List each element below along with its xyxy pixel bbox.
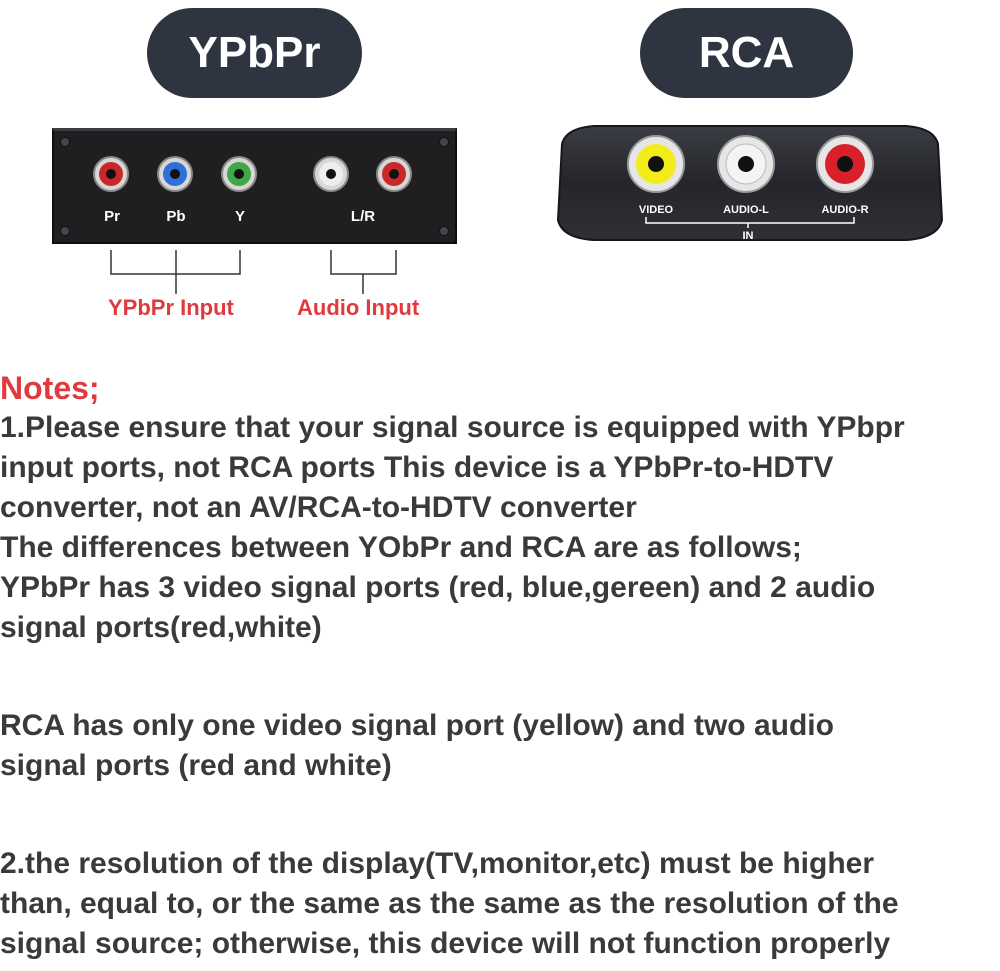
rca-label-audio-l: AUDIO-L [723,204,769,216]
ypbpr-device-panel: Pr Pb Y L/R [52,128,457,244]
rca-label-video: VIDEO [638,204,674,216]
jack-audio-r-icon [376,156,412,192]
notes-section: Notes; 1.Please ensure that your signal … [0,368,1000,964]
audio-input-label: Audio Input [297,295,420,320]
note-line: converter, not an AV/RCA-to-HDTV convert… [0,491,637,524]
jack-y-icon [221,156,257,192]
note-line: RCA has only one video signal port (yell… [0,709,834,742]
note-line: input ports, not RCA ports This device i… [0,451,834,484]
note-line: 1.Please ensure that your signal source … [0,411,905,444]
jack-rca-audio-l-icon [717,135,775,193]
port-label-pb: Pb [166,208,186,225]
note-line: signal ports(red,white) [0,611,322,644]
ypbpr-input-label: YPbPr Input [108,295,234,320]
note-line: The differences between YObPr and RCA ar… [0,531,802,564]
screw-icon [60,137,70,147]
jack-rca-audio-r-icon [816,135,874,193]
port-label-pr: Pr [104,208,120,225]
ypbpr-brackets [110,250,397,294]
notes-title: Notes; [0,370,100,406]
rca-title-badge: RCA [640,8,853,98]
rca-label-in: IN [742,230,754,242]
screw-icon [60,226,70,236]
jack-pb-icon [157,156,193,192]
ypbpr-jacks [93,156,412,192]
jack-video-icon [627,135,685,193]
note-line: YPbPr has 3 video signal ports (red, blu… [0,571,876,604]
rca-label-audio-r: AUDIO-R [821,204,869,216]
screw-icon [439,226,449,236]
port-label-y: Y [234,208,245,225]
port-label-lr: L/R [350,208,376,225]
note-line: 2.the resolution of the display(TV,monit… [0,847,874,880]
note-line: than, equal to, or the same as the same … [0,887,899,920]
jack-pr-icon [93,156,129,192]
ypbpr-title-badge: YPbPr [147,8,362,98]
rca-device-panel [556,125,944,241]
jack-audio-l-icon [313,156,349,192]
screw-icon [439,137,449,147]
note-line: signal source; otherwise, this device wi… [0,927,891,960]
note-line: signal ports (red and white) [0,749,392,782]
